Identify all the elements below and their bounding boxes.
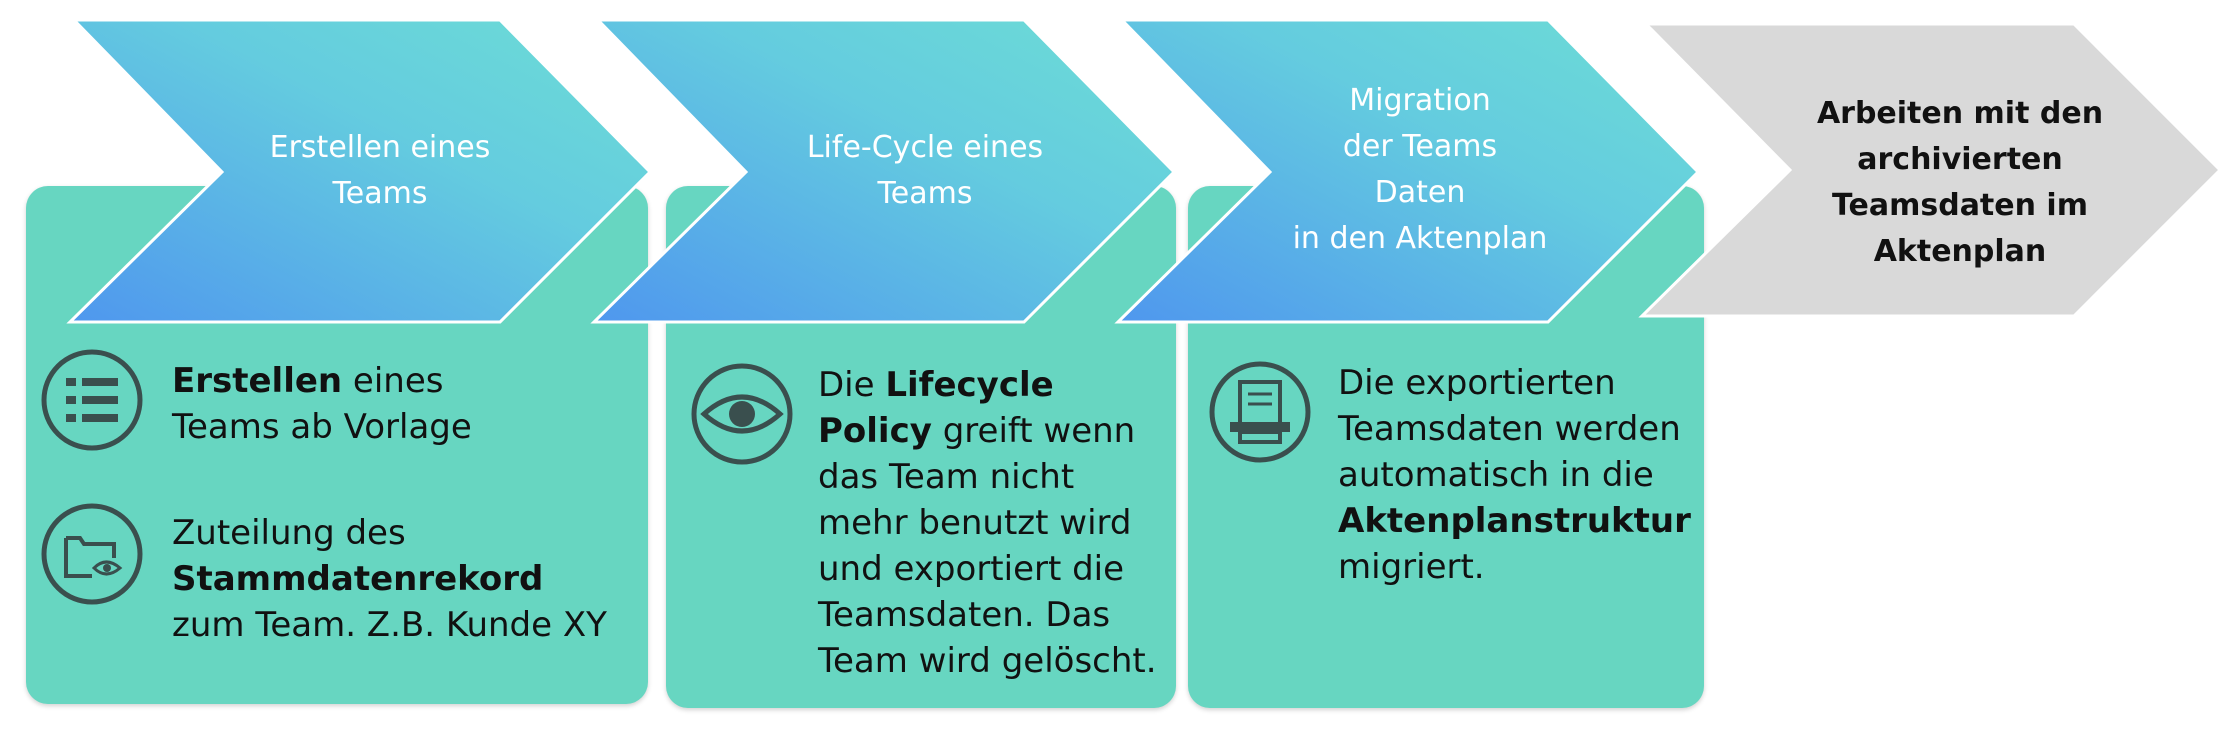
- lifecycle-text-pre: Die: [818, 365, 886, 405]
- folder-view-icon: [41, 503, 143, 605]
- lifecycle-text-rest: greift wenn das Team nicht mehr benutzt …: [818, 411, 1157, 681]
- chevron-label-1: Erstellen eines Teams: [269, 130, 491, 211]
- card-create-item-2: Zuteilung des Stammdatenrekord zum Team.…: [172, 510, 642, 648]
- create-item-2-bold: Stammdatenrekord: [172, 559, 544, 599]
- create-item-1-bold: Erstellen: [172, 361, 343, 401]
- create-item-1-line2: Teams ab Vorlage: [172, 407, 472, 447]
- chevron-step-2: [590, 18, 1177, 324]
- lifecycle-text-bold: Lifecycle Policy: [818, 365, 1054, 451]
- chevron-step-4: [1638, 22, 2223, 318]
- chevron-step-1: [66, 18, 653, 324]
- document-export-icon: [1209, 361, 1311, 463]
- create-item-2-line1: Zuteilung des: [172, 513, 406, 553]
- chevron-label-4: Arbeiten mit den archivierten Teamsdaten…: [1816, 96, 2104, 269]
- migration-text-pre: Die exportierten Teamsdaten werden autom…: [1338, 363, 1681, 495]
- chevron-label-3: Migration der Teams Daten in den Aktenpl…: [1292, 83, 1548, 256]
- migration-text-bold: Aktenplanstruktur: [1338, 501, 1691, 541]
- card-lifecycle-text: Die Lifecycle Policy greift wenn das Tea…: [818, 362, 1168, 684]
- migration-text-post: migriert.: [1338, 547, 1485, 587]
- eye-icon: [691, 363, 793, 465]
- list-icon: [41, 349, 143, 451]
- create-item-2-line3: zum Team. Z.B. Kunde XY: [172, 605, 607, 645]
- card-create-item-1: Erstellen eines Teams ab Vorlage: [172, 358, 632, 450]
- create-item-1-rest: eines: [342, 361, 444, 401]
- chevron-label-2: Life-Cycle eines Teams: [806, 130, 1044, 211]
- card-migration-text: Die exportierten Teamsdaten werden autom…: [1338, 360, 1700, 590]
- chevron-step-3: [1114, 18, 1701, 324]
